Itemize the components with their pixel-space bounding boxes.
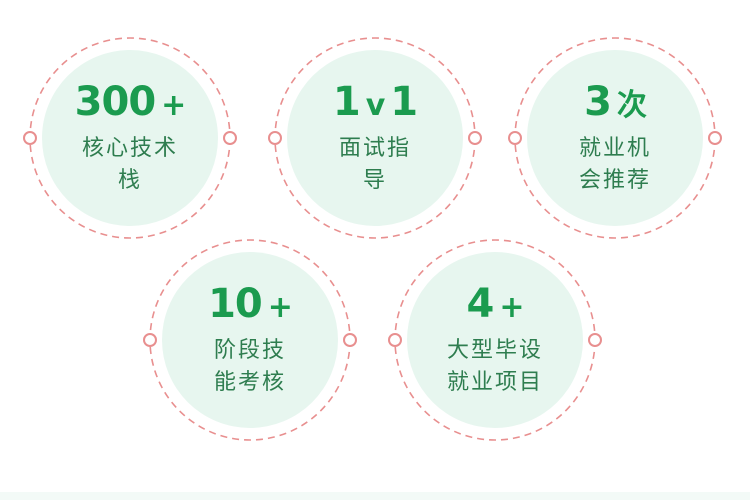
dashed-ring-decoration <box>143 239 357 441</box>
dashed-ring-decoration <box>388 239 602 441</box>
badge-description: 就业机会推荐 <box>578 136 651 193</box>
dashed-ring-decoration <box>508 37 722 239</box>
badge-skill-assessment: 10+ 阶段技能考核 <box>140 230 360 450</box>
badge-disc: 10+ 阶段技能考核 <box>162 252 338 428</box>
badge-disc: 300+ 核心技术栈 <box>42 50 218 226</box>
badge-description: 阶段技能考核 <box>213 338 286 395</box>
badge-number: 4+ <box>466 281 525 327</box>
badge-number: 10+ <box>208 281 293 327</box>
badge-disc: 4+ 大型毕设就业项目 <box>407 252 583 428</box>
dashed-ring-decoration <box>23 37 237 239</box>
badge-description: 面试指导 <box>338 136 411 193</box>
badge-description: 大型毕设就业项目 <box>446 338 543 395</box>
badge-number: 300+ <box>74 79 187 125</box>
bottom-divider-strip <box>0 492 750 500</box>
badge-description: 核心技术栈 <box>81 136 178 193</box>
badge-tech-stack: 300+ 核心技术栈 <box>20 28 240 248</box>
badge-capstone-projects: 4+ 大型毕设就业项目 <box>385 230 605 450</box>
dashed-ring-decoration <box>268 37 482 239</box>
